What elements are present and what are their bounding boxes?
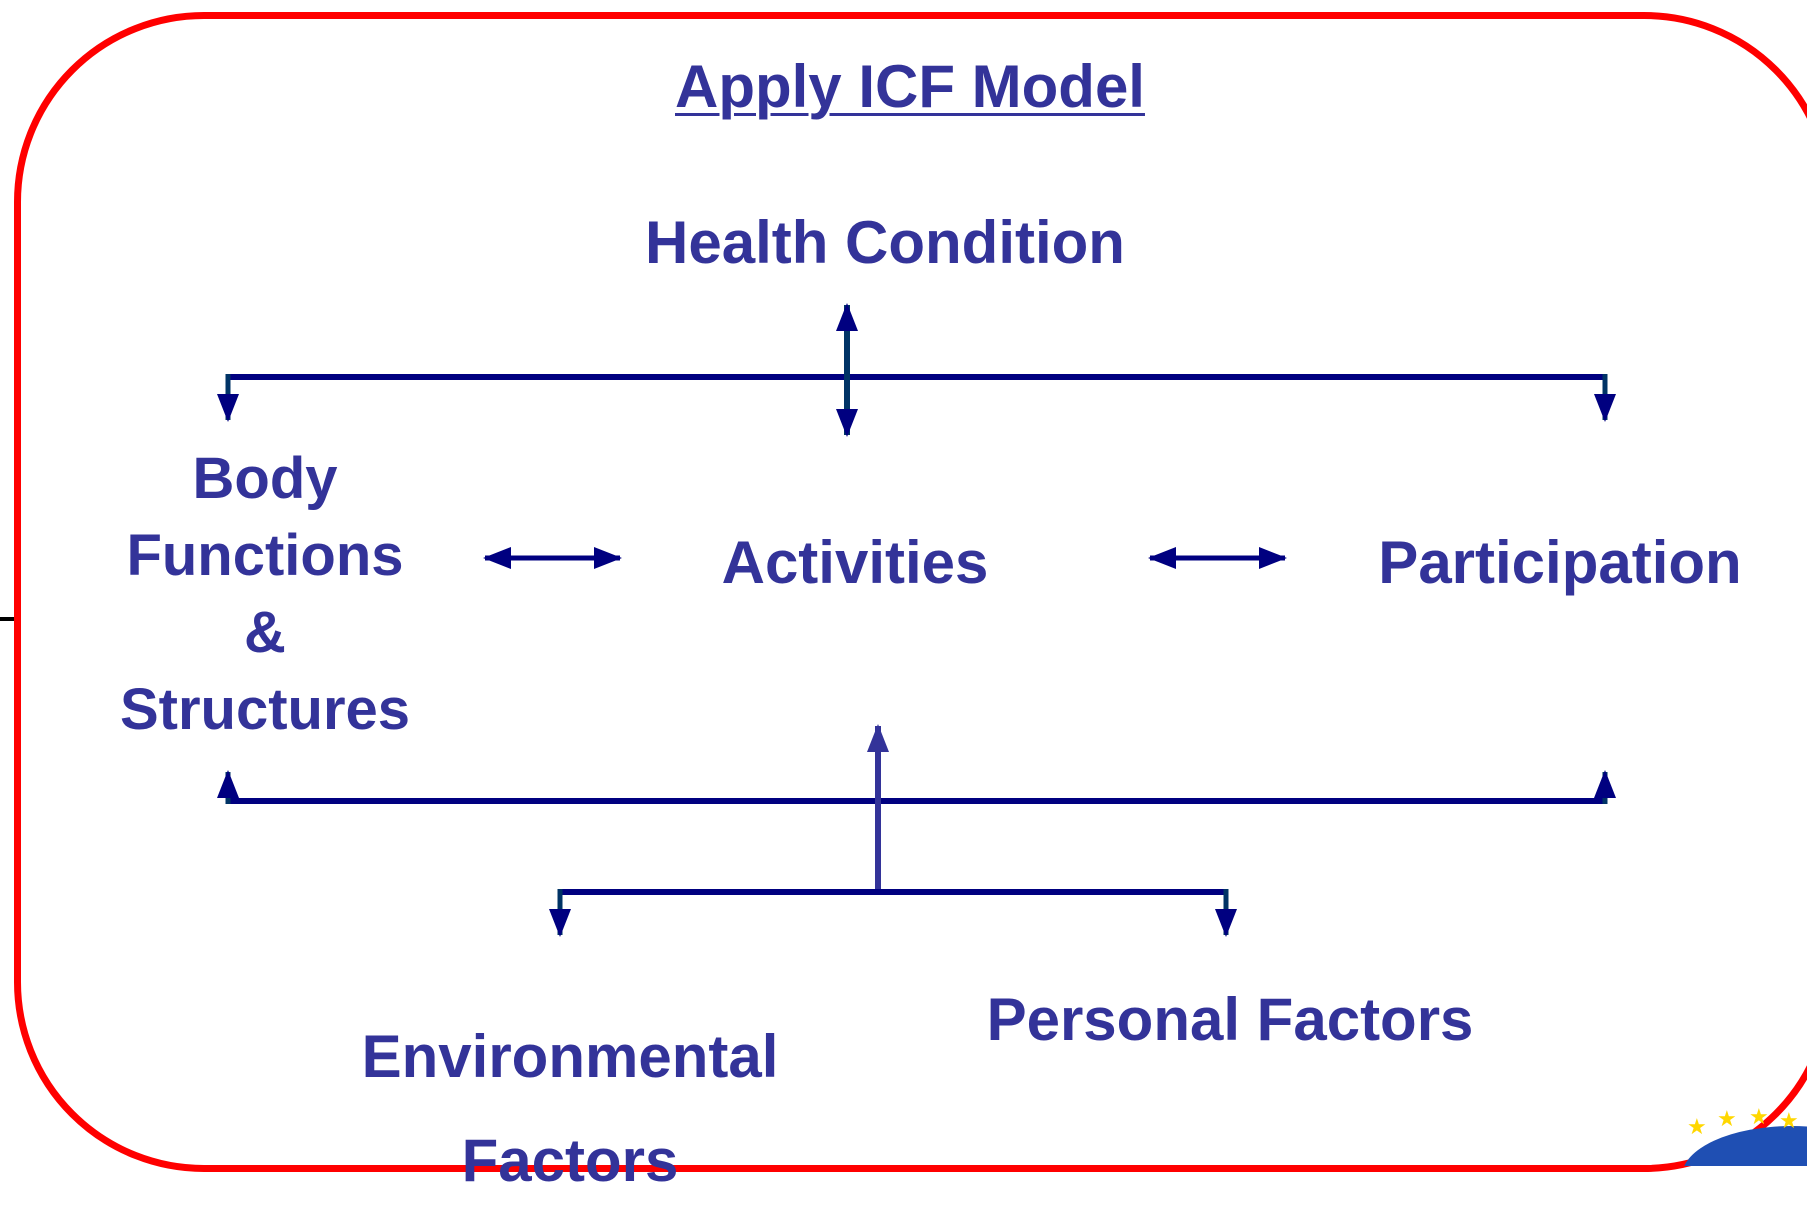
body-line-2: Functions bbox=[126, 523, 404, 588]
svg-text:★: ★ bbox=[1717, 1107, 1737, 1132]
svg-text:★: ★ bbox=[1779, 1109, 1799, 1134]
environmental-line-2: Factors bbox=[461, 1127, 679, 1194]
activities-label: Activities bbox=[721, 529, 989, 596]
body-line-1: Body bbox=[192, 446, 338, 511]
svg-text:★: ★ bbox=[1687, 1115, 1707, 1140]
environmental-line-1: Environmental bbox=[361, 1023, 779, 1090]
personal-factors-label: Personal Factors bbox=[986, 986, 1474, 1053]
diagram-title: Apply ICF Model bbox=[675, 53, 1145, 120]
body-line-3: & bbox=[244, 600, 286, 665]
environmental-factors-label: Environmental Factors bbox=[320, 1005, 820, 1213]
body-line-4: Structures bbox=[119, 677, 411, 742]
body-functions-structures-label: Body Functions & Structures bbox=[70, 440, 460, 748]
svg-text:★: ★ bbox=[1749, 1106, 1769, 1130]
icf-connectors bbox=[217, 303, 1616, 937]
participation-label: Participation bbox=[1378, 529, 1742, 596]
health-condition-label: Health Condition bbox=[645, 209, 1125, 276]
emblem-logo-icon: ★ ★ ★ ★ bbox=[1684, 1106, 1807, 1166]
edge-tick-mark bbox=[0, 617, 14, 621]
